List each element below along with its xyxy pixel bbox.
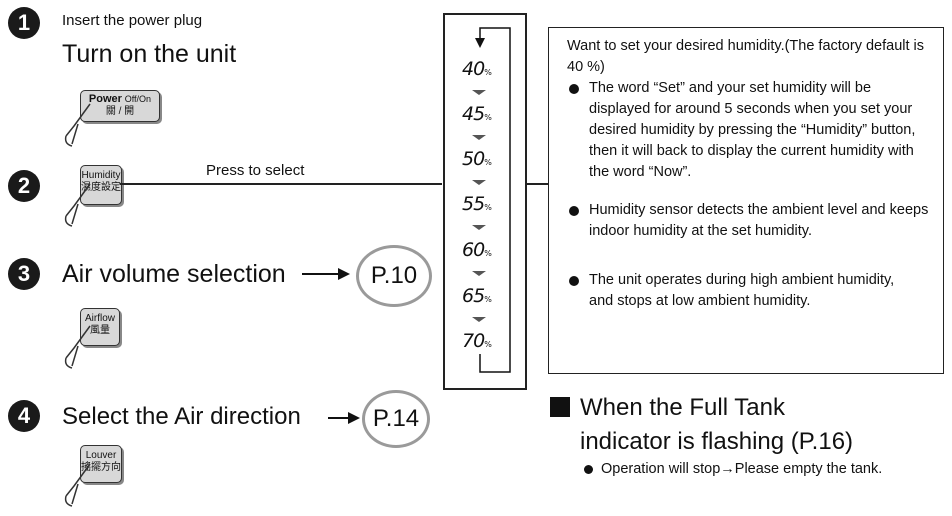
step-1-title: Turn on the unit: [62, 40, 237, 68]
louver-button[interactable]: Louver 搖擺方向: [80, 445, 122, 483]
step-3-number: 3: [8, 258, 40, 290]
down-arrow-icon: [472, 90, 486, 95]
hand-pointer-icon: [64, 103, 91, 147]
airflow-cjk-label: 風量: [90, 325, 110, 336]
step-2-number: 2: [8, 170, 40, 202]
humidity-button[interactable]: Humidity 濕度設定: [80, 165, 122, 205]
down-arrow-icon: [472, 317, 486, 322]
bullet-dot: [569, 276, 579, 286]
humidity-level-55[interactable]: 55%: [462, 193, 492, 215]
bullet-dot: [569, 206, 579, 216]
down-arrow-icon: [472, 180, 486, 185]
press-to-select-label: Press to select: [206, 162, 305, 179]
full-tank-heading-1: When the Full Tank: [580, 394, 785, 421]
humidity-level-65[interactable]: 65%: [462, 285, 492, 307]
bullet-dot: [584, 465, 593, 474]
humidity-level-45[interactable]: 45%: [462, 103, 492, 125]
info-bullet-3: The unit operates during high ambient hu…: [589, 272, 895, 309]
humidity-level-70[interactable]: 70%: [462, 330, 492, 352]
info-bullet-2: Humidity sensor detects the ambient leve…: [589, 202, 929, 239]
arrow-right-icon: [302, 268, 350, 280]
step-1-hint: Insert the power plug: [62, 12, 203, 29]
humidity-label: Humidity: [81, 170, 121, 181]
cycle-loop-arrow: [475, 27, 511, 373]
hand-pointer-icon: [64, 325, 91, 369]
full-tank-heading-2: indicator is flashing (P.16): [580, 428, 854, 455]
power-label: Power: [88, 93, 122, 105]
page-ref-p10[interactable]: P.10: [356, 245, 432, 307]
bullet-dot: [569, 84, 579, 94]
down-arrow-icon: [472, 225, 486, 230]
humidity-info-box: Want to set your desired humidity.(The f…: [548, 27, 944, 374]
full-tank-bullet: Operation will stop→Please empty the tan…: [601, 461, 883, 477]
airflow-label: Airflow: [84, 313, 115, 324]
airflow-button[interactable]: Airflow 風量: [80, 308, 120, 346]
down-arrow-icon: [472, 135, 486, 140]
info-connector-line: [525, 183, 548, 185]
humidity-level-60[interactable]: 60%: [462, 239, 492, 261]
step-4-number: 4: [8, 400, 40, 432]
down-arrow-icon: [472, 271, 486, 276]
power-button[interactable]: Power Off/On 關 / 開: [80, 90, 160, 122]
step-3-title: Air volume selection: [62, 260, 286, 288]
humidity-display-panel: [443, 13, 527, 390]
humidity-cjk-label: 濕度設定: [81, 182, 121, 193]
hand-pointer-icon: [64, 183, 91, 227]
arrow-right-icon: [328, 412, 360, 424]
power-cjk-label: 關 / 開: [105, 106, 135, 117]
page-ref-p14[interactable]: P.14: [362, 390, 430, 448]
louver-label: Louver: [85, 450, 117, 461]
step-1-number: 1: [8, 7, 40, 39]
section-square-marker: [550, 397, 570, 417]
humidity-level-40[interactable]: 40%: [462, 58, 492, 80]
hand-pointer-icon: [64, 463, 91, 507]
louver-cjk-label: 搖擺方向: [81, 462, 121, 473]
info-bullet-1: The word “Set” and your set humidity wil…: [589, 80, 916, 180]
info-intro: Want to set your desired humidity.(The f…: [567, 38, 925, 75]
press-connector-line: [120, 183, 442, 185]
step-4-title: Select the Air direction: [62, 403, 301, 430]
humidity-level-50[interactable]: 50%: [462, 148, 492, 170]
off-on-label: Off/On: [124, 94, 152, 104]
